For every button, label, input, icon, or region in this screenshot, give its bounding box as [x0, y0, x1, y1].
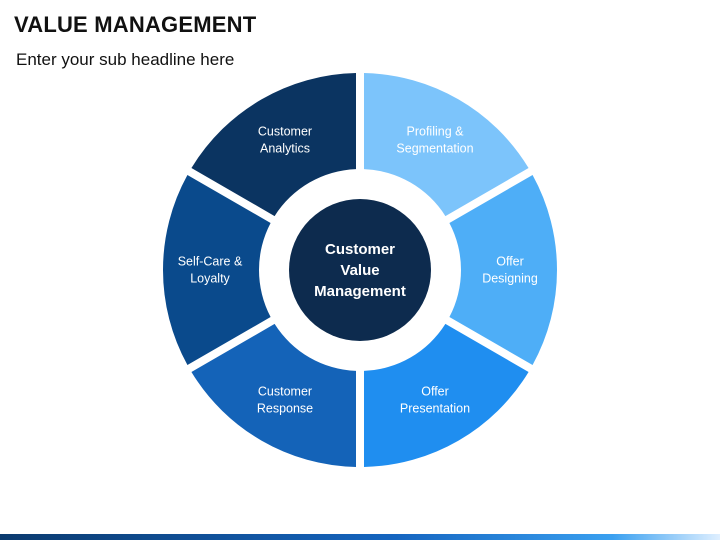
ring-segment-3 — [363, 323, 529, 467]
segment-label-line: Loyalty — [190, 272, 230, 286]
center-label-line: Customer — [325, 241, 395, 258]
segment-label-5: Self-Care & Loyalty — [178, 255, 243, 286]
ring-segment-4 — [191, 323, 357, 467]
page-subtitle: Enter your sub headline here — [16, 50, 235, 69]
segment-label-line: Profiling & — [407, 125, 465, 139]
ring-segment-6 — [191, 73, 357, 217]
segment-label-line: Designing — [482, 272, 538, 286]
ring-segment-1 — [363, 73, 529, 217]
segment-label-line: Customer — [258, 125, 312, 139]
segment-label-line: Segmentation — [396, 142, 473, 156]
footer-accent-bar — [0, 534, 720, 540]
ring-segment-2 — [449, 174, 557, 366]
segment-label-line: Self-Care & — [178, 255, 243, 269]
center-hub — [289, 199, 431, 341]
ring-segment-5 — [163, 174, 271, 366]
segment-label-line: Response — [257, 401, 313, 415]
segment-label-line: Analytics — [260, 142, 310, 156]
segment-label-line: Presentation — [400, 401, 470, 415]
segment-label-line: Offer — [496, 255, 524, 269]
page-title: VALUE MANAGEMENT — [14, 12, 257, 37]
segment-label-line: Offer — [421, 384, 449, 398]
center-label-line: Management — [314, 283, 406, 300]
segment-label-1: Profiling & Segmentation — [396, 125, 473, 156]
center-label-line: Value — [340, 262, 379, 279]
segment-label-line: Customer — [258, 384, 312, 398]
